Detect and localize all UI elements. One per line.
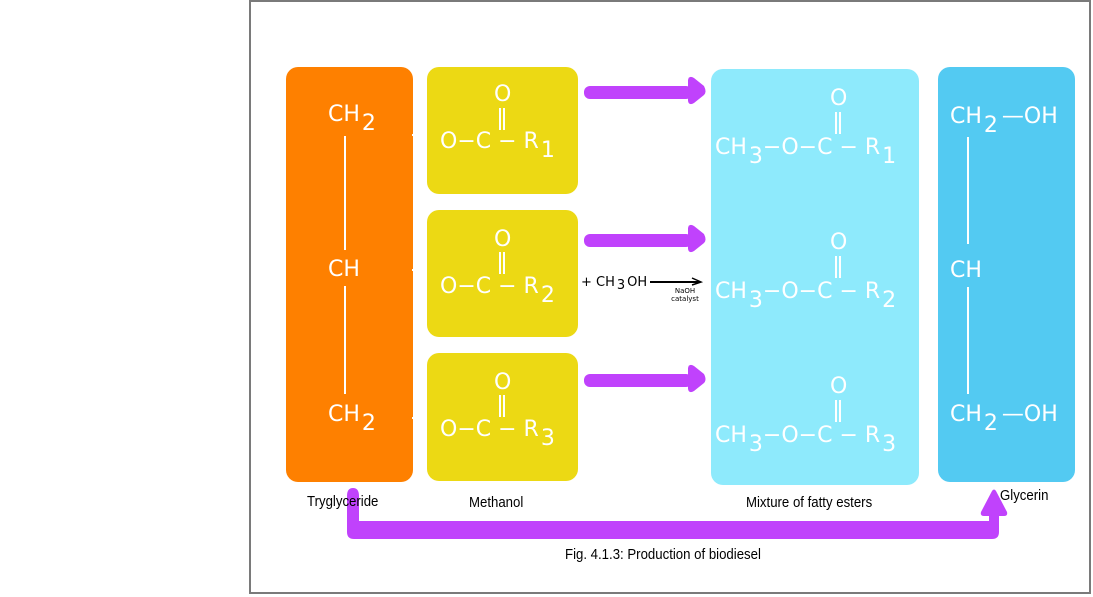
subscript: 1 [540,138,555,163]
triglyceride-ch2-bottom: CH2 [328,402,376,435]
glycerin-ch2oh-bottom: CH2—OH [950,402,1058,435]
chain-text: O−C − R [781,135,881,160]
triglyceride-label: Tryglyceride [307,493,379,510]
ester-chain: O−C − R2 [440,274,555,307]
bond-line [967,287,969,394]
methanol-box-3 [427,353,578,481]
esters-box [711,69,919,485]
bond-line [344,136,346,250]
methanol-box-1 [427,67,578,194]
double-bond [499,252,505,274]
ester-chain: CH3−O−C − R3 [715,423,896,456]
subscript: 3 [748,432,763,457]
hydroxyl-group: —OH [1001,402,1058,427]
ester-chain: O−C − R3 [440,417,555,450]
carbonyl-oxygen: O [494,370,512,395]
subscript: 1 [882,144,897,169]
bond-line [967,137,969,244]
carbonyl-oxygen: O [830,374,848,399]
subscript: 2 [882,288,897,313]
carbonyl-oxygen: O [830,86,848,111]
figure-caption: Fig. 4.1.3: Production of biodiesel [565,546,761,563]
methanol-box-2 [427,210,578,337]
glycerin-label: Glycerin [1000,487,1049,504]
atom-ch: CH [950,402,982,427]
double-bond [499,395,505,417]
connector-dot [412,269,427,273]
subscript: 3 [616,278,626,293]
ester-chain: CH3−O−C − R1 [715,135,896,168]
subscript: 3 [882,432,897,457]
double-bond [835,112,841,134]
catalyst-line-1: NaOH [674,287,696,295]
carbonyl-oxygen: O [494,82,512,107]
ester-chain: O−C − R1 [440,129,555,162]
arrow-right-icon [584,224,706,253]
chain-text: O−C − R [440,417,539,442]
arrow-right-icon [584,364,706,393]
double-bond [835,256,841,278]
methyl-group: CH [715,423,747,448]
connector-dot [412,417,427,421]
subscript: 2 [983,113,998,138]
subscript: 2 [540,283,555,308]
atom-ch: CH [950,104,982,129]
connector-dot [412,134,427,138]
glycerin-ch2oh-top: CH2—OH [950,104,1058,137]
bond-dash: − [762,279,782,304]
chain-text: O−C − R [781,423,881,448]
carbonyl-oxygen: O [494,227,512,252]
glycerin-box [938,67,1075,482]
hydroxyl-group: —OH [1001,104,1058,129]
arrow-recycle-icon [347,488,1008,539]
chain-text: O−C − R [781,279,881,304]
chain-text: O−C − R [440,129,539,154]
atom-ch: CH [328,102,360,127]
glycerin-ch-middle: CH [950,260,982,282]
bond-line [344,286,346,394]
catalyst-line-2: catalyst [671,295,699,303]
triglyceride-ch2-top: CH2 [328,102,376,135]
methyl-group: CH [715,135,747,160]
methanol-label: Methanol [469,494,524,511]
atom-ch: CH [950,258,982,283]
atom-ch: CH [328,402,360,427]
subscript: 3 [540,426,555,451]
subscript: 3 [748,288,763,313]
subscript: 2 [361,411,376,436]
atom-ch: CH [328,257,360,282]
triglyceride-box [286,67,413,482]
triglyceride-ch-middle: CH [328,259,360,281]
double-bond [835,400,841,422]
reagent-text: OH [627,275,648,290]
bond-dash: − [762,135,782,160]
ester-chain: CH3−O−C − R2 [715,279,896,312]
reaction-arrow-icon [650,277,704,286]
subscript: 2 [361,111,376,136]
chain-text: O−C − R [440,274,539,299]
subscript: 3 [748,144,763,169]
methyl-group: CH [715,279,747,304]
bond-dash: − [762,423,782,448]
subscript: 2 [983,411,998,436]
carbonyl-oxygen: O [830,230,848,255]
double-bond [499,108,505,130]
arrow-right-icon [584,76,706,105]
reagent-text: + CH [581,275,615,290]
esters-label: Mixture of fatty esters [746,494,873,511]
catalyst-label: NaOH catalyst [670,287,700,303]
